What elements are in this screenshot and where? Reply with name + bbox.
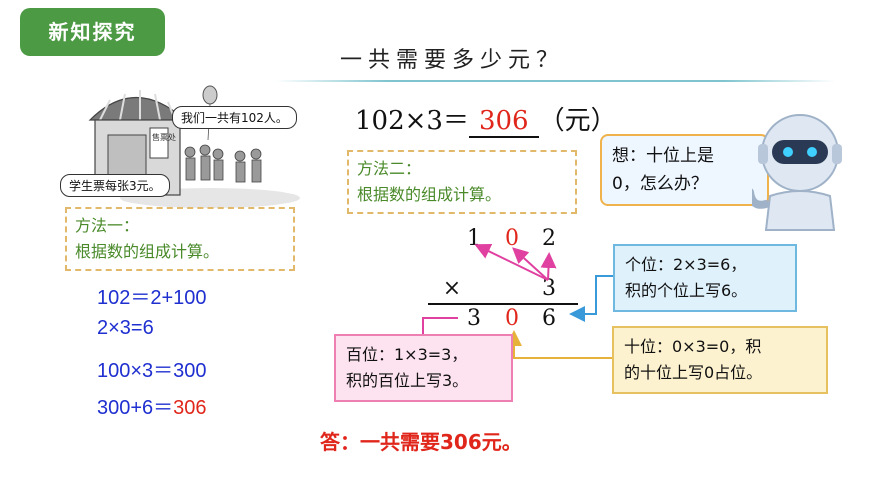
top-digit-tens: 0	[505, 226, 519, 251]
robot-thought-line-2: 0，怎么办？	[612, 174, 708, 194]
speech-bubble-top: 我们一共有102人。	[172, 106, 297, 129]
ones-note-line-2: 积的个位上写6。	[625, 281, 748, 300]
multiply-operator: ×	[442, 276, 462, 301]
calculation-rule	[428, 303, 578, 305]
method-one-text: 根据数的组成计算。	[75, 242, 220, 261]
tens-note-arrow	[506, 330, 612, 359]
equation-answer: 306	[468, 106, 539, 138]
arrow-to-tens	[512, 247, 549, 281]
arrow-to-hundreds	[474, 244, 549, 281]
step-line-4-result: 306	[173, 397, 207, 419]
multiply-arrows	[474, 244, 557, 281]
tens-note-line-1: 十位：0×3=0，积	[624, 337, 762, 356]
question-text: 一共需要多少元？	[340, 48, 565, 73]
method-two-title: 方法二：	[357, 159, 422, 178]
equation-expression: 102×3＝	[355, 106, 469, 136]
step-line-4-prefix: 300+6＝	[97, 397, 174, 419]
booth-sign: 售票处	[152, 132, 176, 142]
main-equation: 102×3＝306（元）	[355, 100, 617, 138]
robot-thought-bubble: 想：十位上是 0，怎么办？	[600, 134, 769, 206]
ones-place-note: 个位：2×3=6， 积的个位上写6。	[613, 244, 797, 312]
step-line-3: 100×3＝300	[97, 360, 207, 382]
top-digit-ones: 2	[542, 226, 556, 251]
robot-icon	[752, 114, 842, 231]
hundreds-note-line	[422, 317, 458, 334]
robot-thought-line-1: 想：十位上是	[612, 146, 714, 166]
step-line-4: 300+6＝306	[97, 391, 207, 420]
result-digit-ones: 6	[542, 306, 556, 331]
speech-bubble-bottom: 学生票每张3元。	[60, 174, 170, 197]
hundreds-note-line-1: 百位：1×3=3，	[346, 345, 468, 364]
tens-note-line-2: 的十位上写0占位。	[624, 363, 763, 382]
arrow-to-ones	[540, 252, 557, 281]
result-digit-tens: 0	[505, 306, 519, 331]
ones-note-line-1: 个位：2×3=6，	[625, 255, 747, 274]
method-two-box: 方法二： 根据数的组成计算。	[347, 150, 577, 214]
hundreds-place-note: 百位：1×3=3， 积的百位上写3。	[334, 334, 513, 402]
equation-unit: （元）	[538, 106, 617, 136]
step-line-2: 2×3=6	[97, 317, 154, 339]
section-badge: 新知探究	[20, 8, 165, 56]
result-digit-hundreds: 3	[467, 306, 481, 331]
step-line-1: 102＝2+100	[97, 287, 207, 309]
final-answer: 答：一共需要306元。	[320, 430, 522, 454]
method-one-box: 方法一： 根据数的组成计算。	[65, 207, 295, 271]
ones-note-arrow	[569, 275, 613, 322]
ticket-booth-illustration: 售票处 我们一共有102人。 学生票每张3元。	[60, 80, 300, 210]
tens-place-note: 十位：0×3=0，积 的十位上写0占位。	[612, 326, 828, 394]
question-underline	[275, 80, 835, 82]
multiplier-digit: 3	[542, 276, 556, 301]
hundreds-note-line-2: 积的百位上写3。	[346, 371, 469, 390]
method-one-title: 方法一：	[75, 216, 140, 235]
method-two-text: 根据数的组成计算。	[357, 185, 502, 204]
